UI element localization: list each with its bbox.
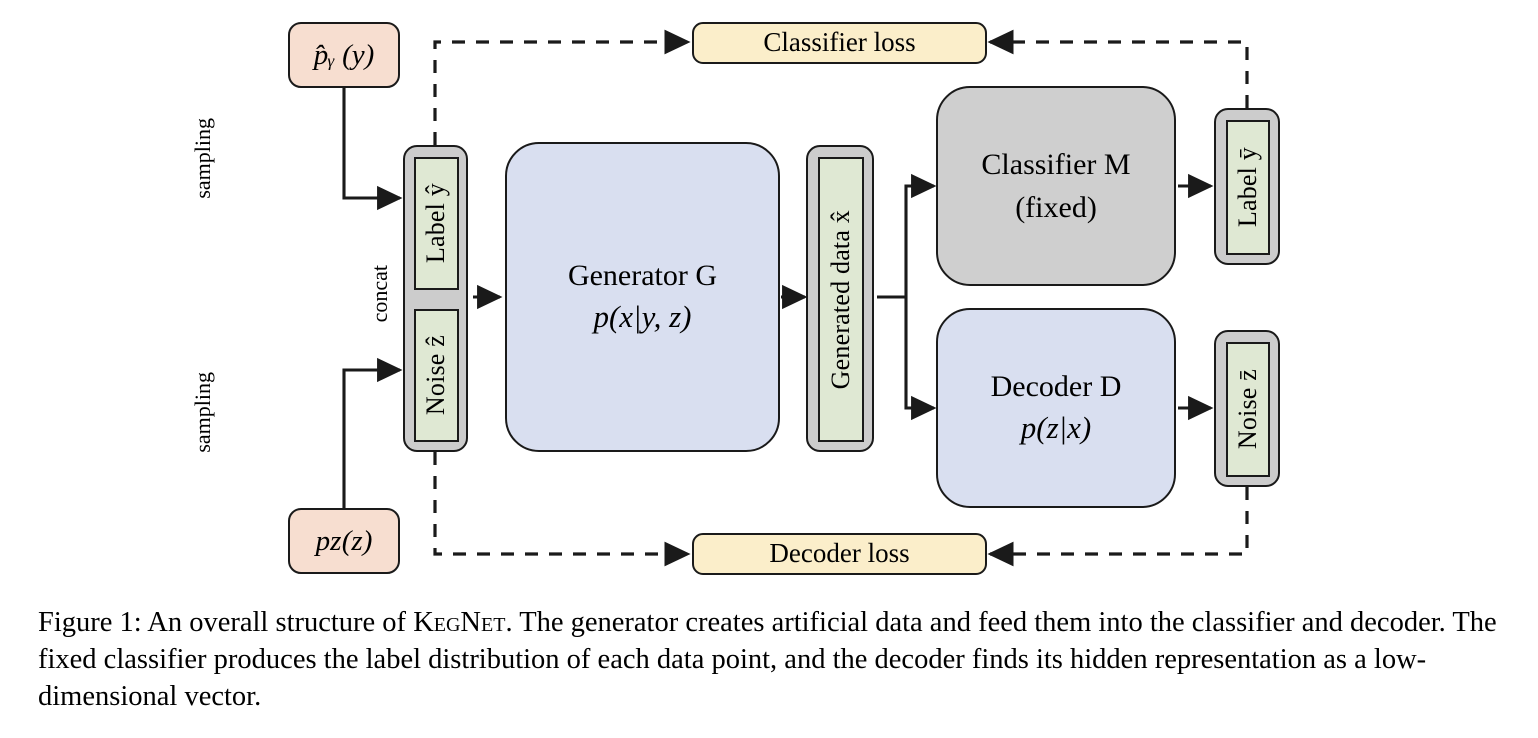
caption-number: Figure 1: — [38, 607, 142, 638]
edge-labelhat-to-classifier-loss — [433, 29, 691, 145]
node-classifier[interactable]: Classifier M (fixed) — [936, 86, 1176, 286]
node-generator[interactable]: Generator G p(x|y, z) — [505, 142, 780, 452]
decoder-loss-text: Decoder loss — [769, 538, 910, 569]
label-slot-text: Label ŷ — [421, 183, 451, 264]
node-noise-slot[interactable]: Noise ẑ — [414, 309, 459, 442]
classifier-loss-text: Classifier loss — [763, 27, 916, 58]
noise-prior-text: pᴢ(z) — [315, 524, 373, 557]
caption-part-2: . The generator creates artificial data … — [38, 607, 1497, 712]
output-label-slot[interactable]: Label ȳ — [1226, 120, 1270, 255]
edge-label-sampling-top: sampling — [190, 118, 215, 199]
caption-part-1: An overall structure of — [147, 607, 414, 638]
edge-noisehat-to-decoder-loss — [433, 452, 691, 567]
output-label-text: Label ȳ — [1232, 147, 1262, 228]
output-noise-text: Noise z̄ — [1232, 369, 1262, 450]
edge-label-sampling-bottom: sampling — [190, 372, 215, 453]
output-noise-slot[interactable]: Noise z̄ — [1226, 342, 1270, 477]
diagram-canvas: p̂ᵧ (y) pᴢ(z) sampling sampling concat L… — [190, 22, 1280, 575]
generator-title: Generator G — [567, 259, 718, 293]
node-noise-prior[interactable]: pᴢ(z) — [288, 508, 400, 574]
classifier-title: Classifier M — [981, 147, 1131, 181]
figure-caption: Figure 1: An overall structure of KegNet… — [38, 605, 1500, 715]
node-generated-data[interactable]: Generated data x̂ — [806, 145, 874, 452]
node-output-label[interactable]: Label ȳ — [1214, 108, 1280, 265]
label-prior-text: p̂ᵧ (y) — [313, 38, 375, 71]
node-classifier-loss[interactable]: Classifier loss — [692, 22, 987, 64]
edge-sampling-noise — [342, 357, 403, 508]
decoder-formula: p(z|x) — [1020, 410, 1092, 446]
caption-smallcaps-term: KegNet — [413, 607, 506, 638]
edge-sampling-label — [342, 88, 403, 211]
edge-layer — [342, 29, 1249, 567]
generated-data-text: Generated data x̂ — [825, 209, 855, 390]
noise-slot-text: Noise ẑ — [421, 335, 451, 416]
generator-formula: p(x|y, z) — [593, 299, 692, 335]
decoder-title: Decoder D — [990, 370, 1122, 404]
edge-branch-to-classifier — [904, 173, 937, 297]
generated-data-slot[interactable]: Generated data x̂ — [818, 157, 864, 442]
node-decoder[interactable]: Decoder D p(z|x) — [936, 308, 1176, 508]
node-label-prior[interactable]: p̂ᵧ (y) — [288, 22, 400, 88]
edge-label-concat: concat — [367, 265, 392, 323]
node-label-slot[interactable]: Label ŷ — [414, 157, 459, 290]
node-concat-vector[interactable]: Label ŷ Noise ẑ — [403, 145, 468, 452]
node-output-noise[interactable]: Noise z̄ — [1214, 330, 1280, 487]
classifier-subtitle: (fixed) — [1015, 191, 1097, 224]
edge-branch-to-decoder — [904, 297, 937, 421]
node-decoder-loss[interactable]: Decoder loss — [692, 533, 987, 575]
